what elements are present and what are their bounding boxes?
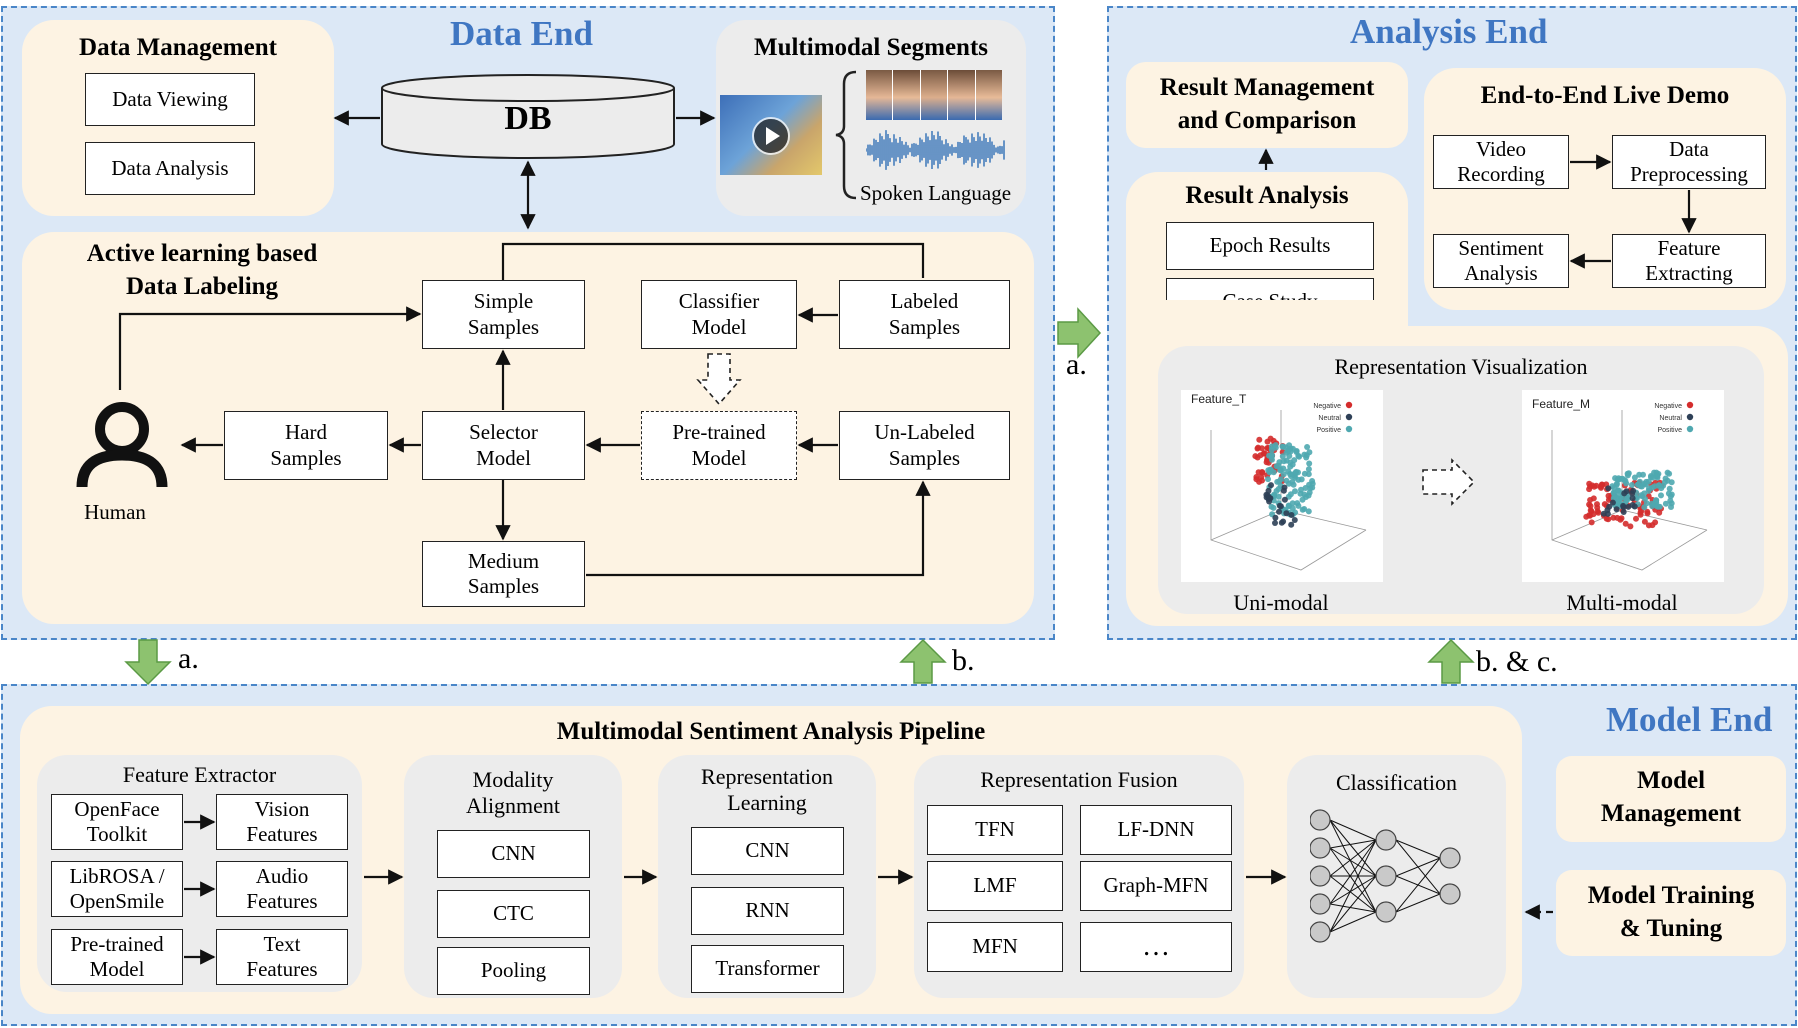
pretrained-model-node[interactable]: Pre-trained Model [641, 411, 797, 480]
fusion-lmf-button[interactable]: LMF [927, 861, 1063, 911]
text-features-node[interactable]: Text Features [216, 929, 348, 985]
brace-icon [835, 70, 857, 200]
db-label: DB [504, 100, 552, 137]
live-demo-title: End-to-End Live Demo [1480, 82, 1730, 109]
audio-waveform [866, 130, 1005, 170]
pipeline-title: Multimodal Sentiment Analysis Pipeline [556, 718, 986, 745]
simple-samples-node[interactable]: Simple Samples [422, 280, 585, 349]
model-management-button[interactable]: Model Management [1600, 767, 1742, 827]
result-analysis-title: Result Analysis [1185, 182, 1349, 209]
representation-visualization-title: Representation Visualization [1334, 354, 1588, 379]
uni-plot-title: Feature_T [1191, 392, 1247, 406]
multimodal-segments-title: Multimodal Segments [753, 34, 989, 61]
data-end-title: Data End [450, 14, 593, 53]
model-management-panel [1556, 756, 1786, 842]
data-preprocessing-node[interactable]: Data Preprocessing [1612, 135, 1766, 189]
svg-text:Neutral: Neutral [1318, 415, 1341, 422]
fusion-lfdnn-button[interactable]: LF-DNN [1080, 805, 1232, 855]
video-recording-node[interactable]: Video Recording [1433, 135, 1569, 189]
neural-network-icon [1310, 809, 1461, 943]
representation-fusion-title: Representation Fusion [980, 767, 1178, 792]
svg-text:Negative: Negative [1654, 403, 1682, 410]
data-management-title: Data Management [79, 34, 277, 61]
feature-extracting-node[interactable]: Feature Extracting [1612, 234, 1766, 288]
svg-text:Positive: Positive [1657, 427, 1682, 434]
svg-text:Positive: Positive [1316, 427, 1341, 434]
medium-samples-node[interactable]: Medium Samples [422, 541, 585, 607]
multi-plot-title: Feature_M [1532, 397, 1591, 411]
unlabeled-samples-node[interactable]: Un-Labeled Samples [839, 411, 1010, 480]
spoken-language-label: Spoken Language [860, 181, 1012, 205]
human-label: Human [84, 500, 146, 524]
representation-learning-title: Representation Learning [701, 764, 833, 816]
data-viewing-button[interactable]: Data Viewing [85, 73, 255, 126]
fusion-tfn-button[interactable]: TFN [927, 805, 1063, 855]
human-icon [76, 402, 168, 488]
pretrained-text-node[interactable]: Pre-trained Model [51, 929, 183, 985]
feature-extractor-title: Feature Extractor [122, 762, 277, 787]
sentiment-analysis-node[interactable]: Sentiment Analysis [1433, 234, 1569, 288]
learning-transformer-button[interactable]: Transformer [691, 945, 844, 993]
model-training-button[interactable]: Model Training & Tuning [1587, 882, 1755, 942]
model-training-panel [1556, 870, 1786, 956]
multi-modal-label: Multi-modal [1566, 590, 1678, 615]
selector-model-node[interactable]: Selector Model [422, 411, 585, 480]
audio-features-node[interactable]: Audio Features [216, 861, 348, 917]
face-frames [866, 70, 1003, 120]
vision-features-node[interactable]: Vision Features [216, 794, 348, 850]
database-icon [381, 74, 675, 159]
active-learning-title: Active learning based Data Labeling [86, 240, 318, 300]
model-end-title: Model End [1606, 700, 1773, 739]
modality-alignment-title: Modality Alignment [465, 767, 561, 819]
uni-modal-label: Uni-modal [1233, 590, 1329, 615]
analysis-end-title: Analysis End [1350, 12, 1548, 51]
data-analysis-button[interactable]: Data Analysis [85, 142, 255, 195]
librosa-node[interactable]: LibROSA / OpenSmile [51, 861, 183, 917]
learning-rnn-button[interactable]: RNN [691, 887, 844, 935]
hard-samples-node[interactable]: Hard Samples [224, 411, 388, 480]
fusion-mfn-button[interactable]: MFN [927, 922, 1063, 972]
fusion-graphmfn-button[interactable]: Graph-MFN [1080, 861, 1232, 911]
flow-label-a-right: a. [1066, 348, 1087, 381]
result-management-panel [1126, 62, 1408, 148]
flow-label-b-up: b. [952, 644, 975, 677]
alignment-cnn-button[interactable]: CNN [437, 830, 590, 878]
flow-label-a-down: a. [178, 642, 199, 675]
fusion-more-button[interactable]: … [1080, 922, 1232, 972]
flow-label-bc-up: b. & c. [1476, 645, 1558, 678]
openface-node[interactable]: OpenFace Toolkit [51, 794, 183, 850]
epoch-results-button[interactable]: Epoch Results [1166, 222, 1374, 270]
classification-title: Classification [1336, 770, 1457, 795]
svg-text:Neutral: Neutral [1659, 415, 1682, 422]
classifier-model-node[interactable]: Classifier Model [641, 280, 797, 349]
svg-text:Negative: Negative [1313, 403, 1341, 410]
alignment-ctc-button[interactable]: CTC [437, 890, 590, 938]
alignment-pooling-button[interactable]: Pooling [437, 947, 590, 995]
learning-cnn-button[interactable]: CNN [691, 827, 844, 875]
result-management-title[interactable]: Result Management and Comparison [1159, 74, 1375, 134]
play-icon[interactable] [751, 116, 791, 156]
labeled-samples-node[interactable]: Labeled Samples [839, 280, 1010, 349]
